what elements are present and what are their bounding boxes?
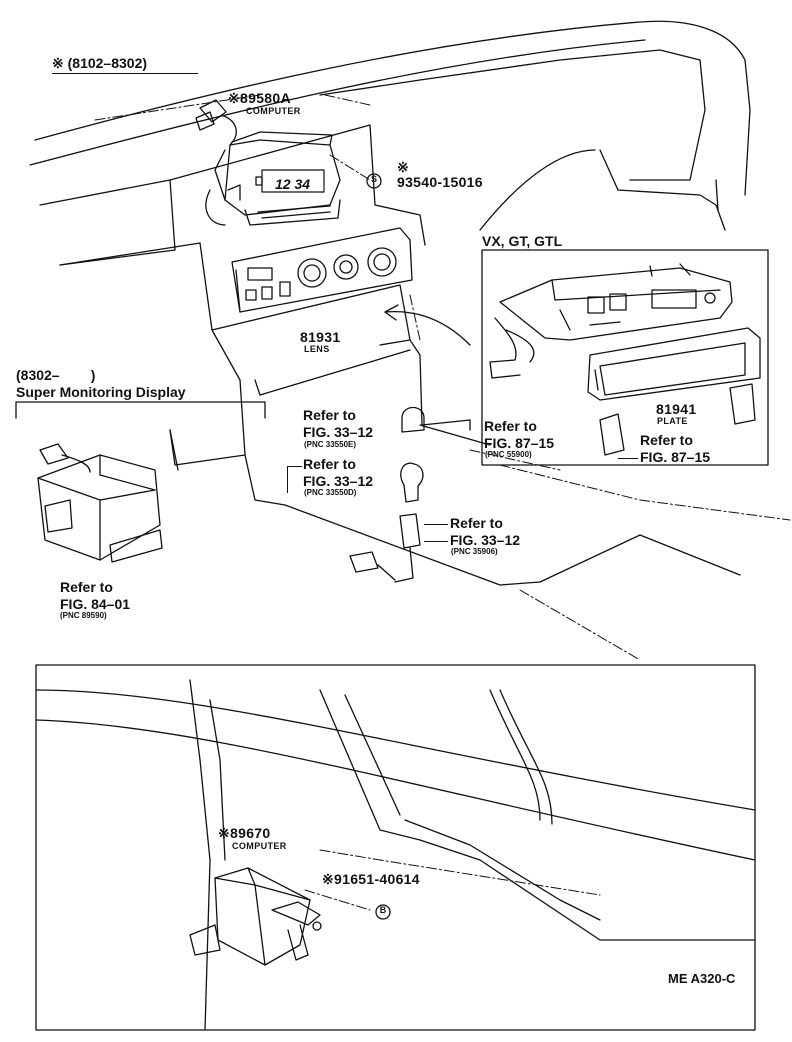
ref-5-line1: Refer to xyxy=(640,432,693,448)
ref-2-line1: Refer to xyxy=(303,456,356,472)
callout-arrow xyxy=(384,304,471,346)
lens-name: LENS xyxy=(304,344,330,354)
variant-label: VX, GT, GTL xyxy=(482,233,563,249)
control-panel-81931 xyxy=(231,227,413,313)
top-range-label: ※ (8102–8302) xyxy=(52,55,148,71)
bolt-b-part: ※91651-40614 xyxy=(322,871,420,887)
bulbs-and-socket xyxy=(349,406,425,583)
range-b-label: (8302– ) xyxy=(16,367,96,383)
ref-4-line2: FIG. 87–15 xyxy=(484,435,555,451)
ref-5-line2: FIG. 87–15 xyxy=(640,449,711,465)
ref-6-line1: Refer to xyxy=(60,579,113,595)
computer-b-name: COMPUTER xyxy=(232,841,287,851)
ref-2-line2: FIG. 33–12 xyxy=(303,473,374,489)
ref-2-pnc: (PNC 33550D) xyxy=(304,488,357,497)
ref-1-line2: FIG. 33–12 xyxy=(303,424,374,440)
plate-name: PLATE xyxy=(657,416,688,426)
ref-4-line1: Refer to xyxy=(484,418,537,434)
lower-inset xyxy=(35,664,756,1031)
bolt-symbol: B xyxy=(379,905,387,915)
lens-part: 81931 xyxy=(300,329,341,345)
ref-6-line2: FIG. 84–01 xyxy=(60,596,131,612)
dashboard-outline xyxy=(29,20,751,586)
ref-3-line2: FIG. 33–12 xyxy=(450,532,521,548)
screw-symbol: S xyxy=(370,174,377,184)
ref-5-leader xyxy=(618,458,638,459)
inset-vx-gt-gtl xyxy=(481,249,769,466)
super-monitoring-unit xyxy=(15,401,266,563)
ref-3-line1: Refer to xyxy=(450,515,503,531)
computer-89580a-drawing: 12 34 xyxy=(195,99,341,226)
ref-6-pnc: (PNC 89590) xyxy=(60,611,107,620)
ref-1-line1: Refer to xyxy=(303,407,356,423)
ref-3-leader xyxy=(424,524,448,525)
display-reading: 12 34 xyxy=(275,176,310,192)
ref-3-pnc: (PNC 35906) xyxy=(451,547,498,556)
computer-b-part: ※89670 xyxy=(218,825,271,841)
top-range-underline xyxy=(52,73,198,74)
circled-b-icon xyxy=(375,904,391,920)
super-monitoring-label: Super Monitoring Display xyxy=(16,384,186,400)
ref-3-leader-2 xyxy=(424,541,448,542)
leader-lines xyxy=(94,94,791,911)
ref-2-bracket xyxy=(287,466,302,493)
circled-s-icon xyxy=(366,173,382,189)
screw-a-part: ※ 93540-15016 xyxy=(397,159,483,190)
computer-a-name: COMPUTER xyxy=(246,106,301,116)
plate-part: 81941 xyxy=(656,401,697,417)
diagram-code: ME A320-C xyxy=(668,971,736,986)
ref-1-pnc: (PNC 33550E) xyxy=(304,440,357,449)
ref-4-pnc: (PNC 55900) xyxy=(485,450,532,459)
computer-a-part: ※89580A xyxy=(228,90,291,106)
